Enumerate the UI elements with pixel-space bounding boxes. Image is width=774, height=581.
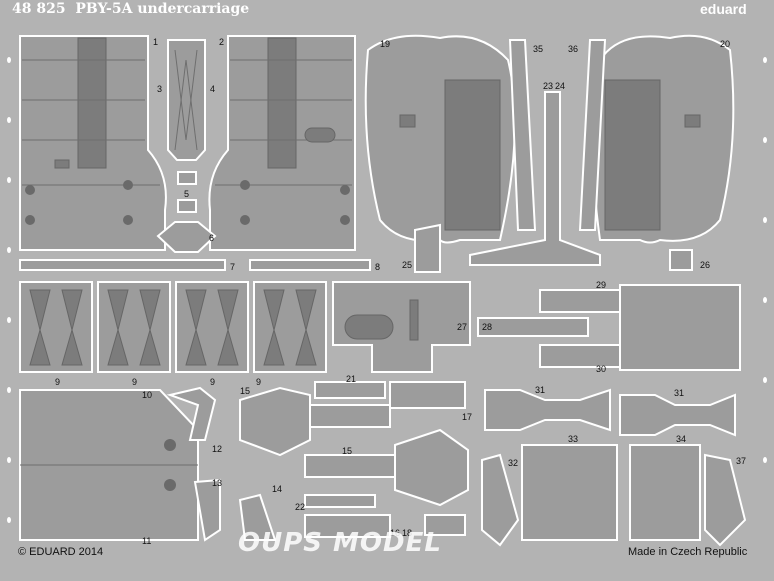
label-15b: 15 [342, 446, 352, 456]
label-9d: 9 [256, 377, 261, 387]
label-7: 7 [230, 262, 235, 272]
label-3: 3 [157, 84, 162, 94]
part-19-door [364, 34, 516, 244]
label-24: 24 [555, 81, 565, 91]
part-20-door [591, 34, 735, 244]
label-37: 37 [736, 456, 746, 466]
part-29-30 [539, 284, 741, 371]
label-30: 30 [596, 364, 606, 374]
part-36 [578, 39, 607, 231]
part-6 [156, 221, 217, 253]
label-25: 25 [402, 260, 412, 270]
label-34: 34 [676, 434, 686, 444]
label-27: 27 [457, 322, 467, 332]
label-18: 18 [402, 528, 412, 538]
label-22: 22 [295, 502, 305, 512]
label-9b: 9 [132, 377, 137, 387]
label-32: 32 [508, 458, 518, 468]
label-15a: 15 [240, 386, 250, 396]
part-9-set [19, 281, 327, 373]
label-4: 4 [210, 84, 215, 94]
part-32 [481, 453, 520, 547]
part-10-11-door [19, 389, 199, 541]
part-22 [304, 494, 376, 508]
label-2: 2 [219, 37, 224, 47]
label-33: 33 [568, 434, 578, 444]
part-33 [521, 444, 618, 541]
label-10: 10 [142, 390, 152, 400]
label-9a: 9 [55, 377, 60, 387]
part-23-24 [469, 91, 601, 266]
label-17: 17 [462, 412, 472, 422]
part-31a [484, 388, 611, 432]
part-16-18 [304, 514, 391, 538]
part-1-bay-panel [19, 35, 167, 251]
label-6: 6 [209, 233, 214, 243]
footer-origin: Made in Czech Republic [628, 546, 748, 558]
label-11: 11 [142, 536, 151, 546]
part-5b [177, 199, 197, 213]
label-9c: 9 [210, 377, 215, 387]
part-8-strip [249, 259, 371, 271]
fret-holes-left [7, 57, 767, 523]
label-29: 29 [596, 280, 606, 290]
part-21 [314, 381, 386, 399]
part-13 [193, 478, 221, 542]
label-5: 5 [184, 189, 189, 199]
part-34 [629, 444, 701, 541]
part-31b [619, 393, 736, 437]
label-14: 14 [272, 484, 282, 494]
label-13: 13 [212, 478, 222, 488]
footer-copyright: © EDUARD 2014 [18, 546, 104, 558]
label-35: 35 [533, 44, 543, 54]
part-5a [177, 171, 197, 185]
label-31b: 31 [674, 388, 684, 398]
part-12 [166, 386, 217, 441]
label-16: 16 [390, 528, 400, 538]
label-36: 36 [568, 44, 578, 54]
part-17 [389, 381, 466, 409]
part-2-bay-panel [208, 35, 356, 251]
label-23: 23 [543, 81, 553, 91]
part-28 [477, 317, 589, 337]
part-15-set [239, 386, 469, 507]
part-25 [414, 223, 441, 273]
label-26: 26 [700, 260, 710, 270]
label-28: 28 [482, 322, 492, 332]
label-12: 12 [212, 444, 222, 454]
watermark-text: OUPS MODEL [238, 528, 442, 558]
label-20: 20 [720, 39, 730, 49]
part-37 [704, 453, 747, 547]
part-27-center-bay [332, 281, 471, 373]
label-1: 1 [153, 37, 158, 47]
label-8: 8 [375, 262, 380, 272]
label-19: 19 [380, 39, 390, 49]
part-14 [238, 493, 277, 541]
part-3-4-strut [167, 39, 206, 161]
fret-title: PBY-5A undercarriage [75, 1, 250, 17]
part-18 [424, 514, 466, 536]
part-7-strip [19, 259, 226, 271]
fret-header-code: 48 825 PBY-5A undercarriage [12, 1, 249, 17]
part-26 [669, 249, 693, 271]
label-31a: 31 [535, 385, 545, 395]
brand-logo: eduard [700, 1, 747, 17]
part-35 [508, 39, 537, 231]
part-number-labels: 1 2 3 4 5 6 7 8 9 9 9 9 10 11 12 13 14 1… [55, 37, 746, 546]
part-number: 48 825 [12, 1, 66, 17]
label-21: 21 [346, 374, 356, 384]
